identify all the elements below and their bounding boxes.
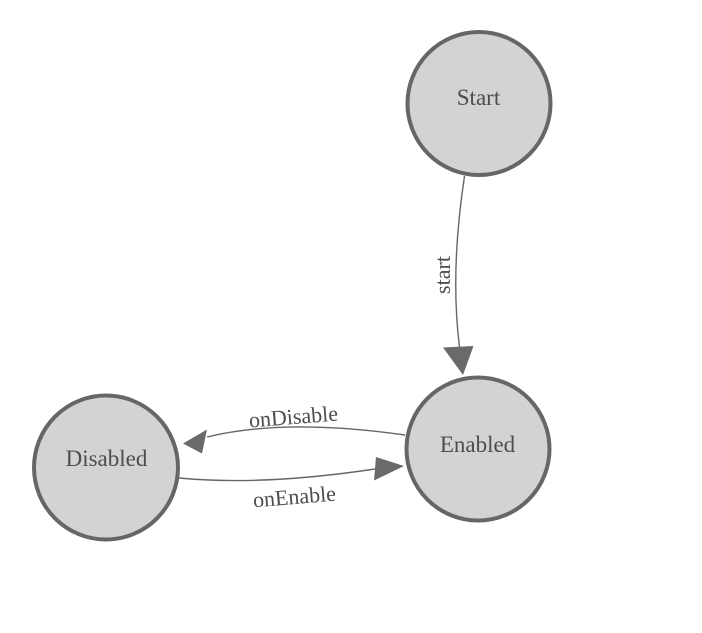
edge-disabled-to-enabled: onEnable bbox=[178, 457, 404, 513]
edge-onenable-line bbox=[178, 468, 376, 482]
state-node-start-label: Start bbox=[457, 85, 501, 110]
edge-enabled-to-disabled: onDisable bbox=[183, 401, 406, 454]
edge-start-line bbox=[455, 175, 466, 348]
edge-label-start: start bbox=[430, 256, 455, 294]
edge-start-to-enabled: start bbox=[430, 175, 474, 375]
state-node-disabled[interactable] bbox=[32, 393, 180, 542]
state-node-start-group: Start bbox=[405, 30, 553, 177]
state-node-enabled-label: Enabled bbox=[440, 432, 516, 457]
arrowhead-down-icon bbox=[443, 346, 474, 375]
state-node-enabled-group: Enabled bbox=[404, 375, 552, 523]
edge-ondisable-line bbox=[206, 426, 406, 438]
state-node-disabled-label: Disabled bbox=[66, 446, 148, 471]
state-node-enabled[interactable] bbox=[404, 375, 552, 523]
arrowhead-right-icon bbox=[374, 457, 404, 481]
state-node-start[interactable] bbox=[405, 30, 553, 177]
arrowhead-left-icon bbox=[183, 429, 207, 454]
edge-label-onenable: onEnable bbox=[252, 481, 337, 513]
state-node-disabled-group: Disabled bbox=[32, 393, 180, 542]
